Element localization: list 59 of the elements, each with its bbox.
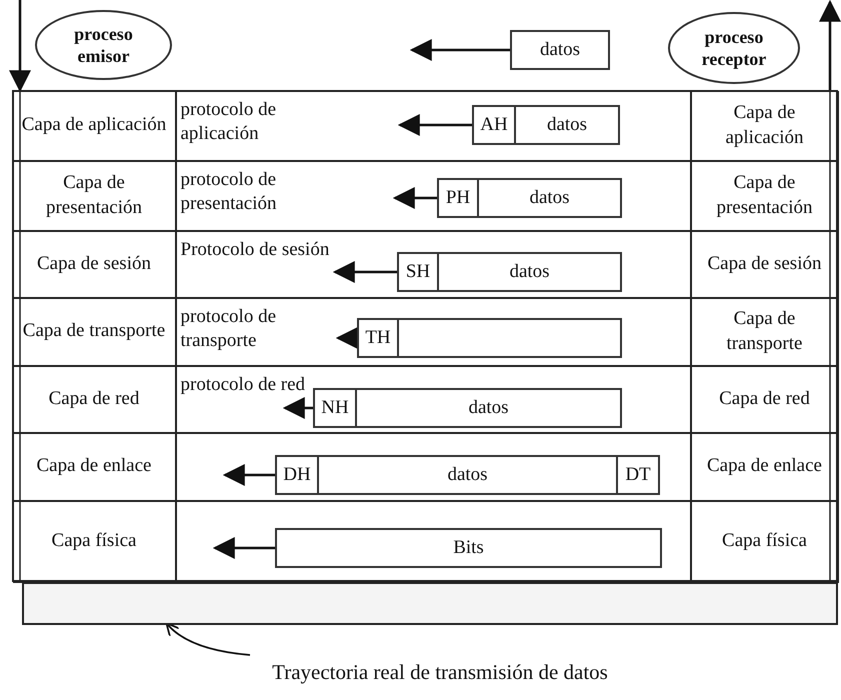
protocol-label: protocolo de presentación xyxy=(180,168,278,216)
packet-box xyxy=(437,178,622,218)
packet-box xyxy=(397,252,622,292)
packet-box xyxy=(275,455,660,495)
layer-cell: Capa de aplicación xyxy=(690,90,838,160)
packet-data: datos xyxy=(467,396,510,420)
packet-box xyxy=(357,318,622,358)
layer-cell: Capa de sesión xyxy=(690,230,838,298)
arrow xyxy=(282,397,313,419)
packet-box xyxy=(313,388,622,428)
arrow xyxy=(332,261,397,283)
packet-box xyxy=(275,528,662,568)
arrow xyxy=(398,114,472,136)
packet-data: datos xyxy=(446,463,489,487)
packet-header: DH xyxy=(277,457,319,493)
protocol-cell xyxy=(176,230,690,298)
process-ellipse: proceso emisor xyxy=(35,10,172,80)
packet-header: SH xyxy=(399,254,439,290)
protocol-cell xyxy=(176,432,690,500)
protocol-label: protocolo de red xyxy=(180,372,306,396)
protocol-cell xyxy=(176,366,690,432)
data-box: datos xyxy=(510,30,610,70)
layer-cell: Capa de red xyxy=(12,366,176,432)
packet-data: datos xyxy=(546,113,588,137)
layer-cell: Capa de transporte xyxy=(12,298,176,366)
transmission-band xyxy=(22,582,838,625)
layer-cell: Capa de transporte xyxy=(690,298,838,366)
packet-header: AH xyxy=(474,107,516,143)
layer-cell: Capa de presentación xyxy=(12,160,176,230)
layer-table xyxy=(12,90,838,582)
layer-cell: Capa de enlace xyxy=(690,432,838,500)
arrow xyxy=(212,537,275,559)
arrow xyxy=(410,39,510,61)
arrow xyxy=(336,327,358,349)
arrow xyxy=(392,187,437,209)
packet-data: datos xyxy=(508,260,551,284)
protocol-label: protocolo de aplicación xyxy=(180,98,278,146)
protocol-cell xyxy=(176,90,690,160)
packet-trailer: DT xyxy=(616,457,658,493)
layer-cell: Capa de presentación xyxy=(690,160,838,230)
layer-cell: Capa de red xyxy=(690,366,838,432)
layer-cell: Capa de sesión xyxy=(12,230,176,298)
protocol-label: protocolo de transporte xyxy=(180,304,278,354)
packet-header: NH xyxy=(315,390,357,426)
protocol-cell xyxy=(176,298,690,366)
layer-cell: Capa de aplicación xyxy=(12,90,176,160)
arrow xyxy=(819,0,841,90)
packet-box xyxy=(472,105,620,145)
protocol-label: Protocolo de sesión xyxy=(180,238,330,262)
process-ellipse: proceso receptor xyxy=(668,12,800,84)
arrow xyxy=(222,464,275,486)
packet-data: datos xyxy=(528,186,571,210)
caption-text: Trayectoria real de transmisión de datos xyxy=(240,655,640,689)
packet-header: PH xyxy=(439,180,479,216)
layer-cell: Capa de enlace xyxy=(12,432,176,500)
arrow xyxy=(9,0,31,92)
protocol-cell xyxy=(176,160,690,230)
packet-data: Bits xyxy=(452,536,485,560)
packet-header: TH xyxy=(359,320,399,356)
